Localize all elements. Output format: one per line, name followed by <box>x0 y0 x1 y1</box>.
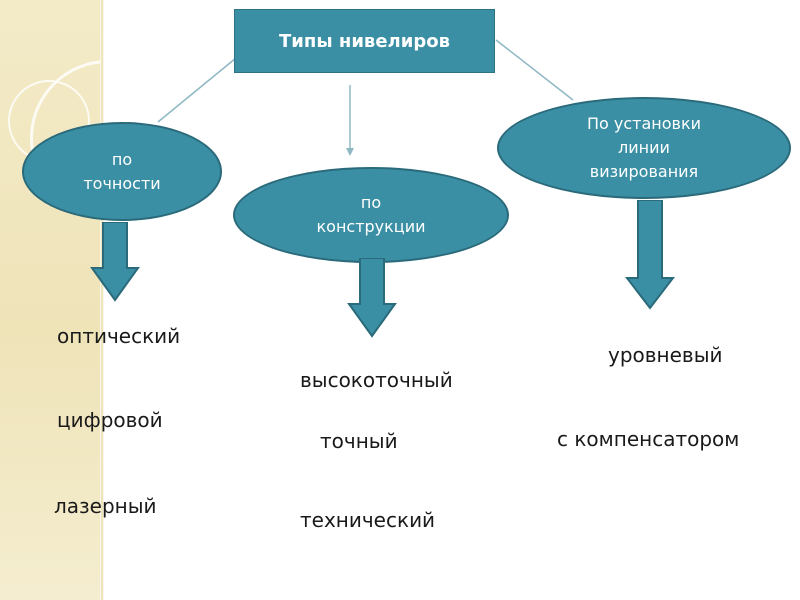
diagram-title: Типы нивелиров <box>234 9 495 73</box>
item-optical: оптический <box>57 324 181 348</box>
down-arrow-icon <box>347 258 397 338</box>
item-precise: точный <box>320 429 398 453</box>
decorative-band-edge <box>100 0 104 600</box>
down-arrow-icon <box>625 200 675 310</box>
connector-title-accuracy <box>157 57 237 123</box>
item-high-precision: высокоточный <box>300 368 453 392</box>
branch-node-construction: по конструкции <box>233 167 509 263</box>
branch-node-sight-line: По установки линии визирования <box>497 97 791 199</box>
connector-arrowhead <box>346 148 354 156</box>
down-arrow-icon <box>90 222 140 302</box>
item-technical: технический <box>300 508 436 532</box>
item-with-compensator: с компенсатором <box>557 427 740 451</box>
connector-title-sight <box>495 39 574 101</box>
branch-node-accuracy: по точности <box>22 122 222 221</box>
item-laser: лазерный <box>54 494 157 518</box>
item-level-based: уровневый <box>608 343 723 367</box>
item-digital: цифровой <box>57 408 163 432</box>
band-mask <box>104 0 204 600</box>
